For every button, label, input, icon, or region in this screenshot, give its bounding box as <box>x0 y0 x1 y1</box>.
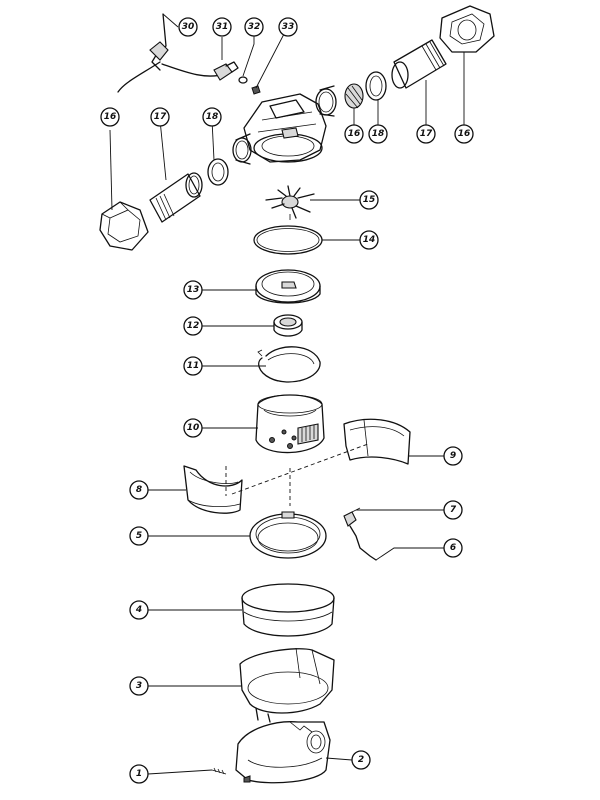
part-15-impeller <box>265 185 315 220</box>
callout-label: 17 <box>154 112 167 122</box>
callout-30: 30 <box>178 17 198 37</box>
callout-label: 17 <box>420 129 433 139</box>
callout-16-left: 16 <box>100 107 120 127</box>
callout-label: 12 <box>187 321 200 331</box>
callout-label: 30 <box>182 22 195 32</box>
callout-17-right: 17 <box>416 124 436 144</box>
callout-label: 3 <box>136 681 142 691</box>
part-5-collar-ring <box>249 511 327 559</box>
part-3-base-collar <box>239 647 335 723</box>
callout-9: 9 <box>443 446 463 466</box>
callout-16-right: 16 <box>454 124 474 144</box>
part-11-retaining-ring <box>257 346 321 383</box>
callout-label: 11 <box>187 361 200 371</box>
callout-label: 32 <box>248 22 261 32</box>
left-port-collar <box>232 133 252 165</box>
callout-18-right: 18 <box>368 124 388 144</box>
callout-label: 1 <box>136 769 142 779</box>
callout-label: 15 <box>363 195 376 205</box>
callout-label: 4 <box>135 605 142 615</box>
callout-label: 2 <box>358 755 364 765</box>
part-7-sensor-bracket <box>343 507 377 561</box>
part-31-fitting <box>213 61 239 81</box>
callout-11: 11 <box>183 356 203 376</box>
callout-33: 33 <box>278 17 298 37</box>
part-10-cap-cover <box>255 394 325 454</box>
callout-label: 9 <box>450 451 456 461</box>
callout-4: 4 <box>129 600 149 620</box>
callout-3: 3 <box>129 676 149 696</box>
part-2-base-housing <box>235 721 331 784</box>
part-4-band <box>241 583 335 637</box>
callout-13: 13 <box>183 280 203 300</box>
callout-8: 8 <box>129 480 149 500</box>
part-9-side-plate <box>343 418 411 465</box>
callout-10: 10 <box>183 418 203 438</box>
leader-lines <box>109 13 465 775</box>
callout-5: 5 <box>129 526 149 546</box>
part-33-screw <box>251 85 261 95</box>
callout-label: 14 <box>363 235 376 245</box>
callout-15: 15 <box>359 190 379 210</box>
callout-18-left: 18 <box>202 107 222 127</box>
callout-32: 32 <box>244 17 264 37</box>
callout-17-left: 17 <box>150 107 170 127</box>
callout-31: 31 <box>212 17 232 37</box>
callout-2: 2 <box>351 750 371 770</box>
callout-12: 12 <box>183 316 203 336</box>
part-30-wire-probe <box>117 13 226 93</box>
part-16-left-nut <box>99 201 149 251</box>
right-port-collar <box>315 85 337 117</box>
part-13-disc-plate <box>255 269 321 304</box>
part-14-o-ring <box>253 225 323 255</box>
callout-label: 5 <box>136 531 142 541</box>
callout-label: 18 <box>206 112 219 122</box>
part-16-right-nut <box>439 5 495 53</box>
callout-14: 14 <box>359 230 379 250</box>
part-17-right-pipe <box>391 39 447 89</box>
part-18-left-ring <box>207 158 229 186</box>
part-8-side-plate <box>183 465 243 514</box>
callout-label: 16 <box>348 129 361 139</box>
callout-label: 33 <box>282 22 295 32</box>
part-16-right-screen <box>344 83 364 109</box>
callout-label: 8 <box>136 485 142 495</box>
callout-label: 16 <box>104 112 117 122</box>
part-12-bushing <box>273 314 303 337</box>
part-17-left-pipe <box>149 172 203 223</box>
alignment-lines <box>225 443 369 506</box>
valve-head-housing <box>243 93 327 163</box>
part-32-washer <box>238 76 248 84</box>
callout-label: 31 <box>216 22 229 32</box>
part-1-screw <box>211 767 227 775</box>
callout-6: 6 <box>443 538 463 558</box>
callout-1: 1 <box>129 764 149 784</box>
callout-label: 10 <box>187 423 200 433</box>
part-18-right-ring <box>365 71 387 101</box>
callout-label: 7 <box>450 505 457 515</box>
callout-label: 13 <box>187 285 200 295</box>
callout-7: 7 <box>443 500 463 520</box>
callout-label: 18 <box>372 129 385 139</box>
callout-label: 6 <box>450 543 456 553</box>
callout-16-mid: 16 <box>344 124 364 144</box>
callout-label: 16 <box>458 129 471 139</box>
